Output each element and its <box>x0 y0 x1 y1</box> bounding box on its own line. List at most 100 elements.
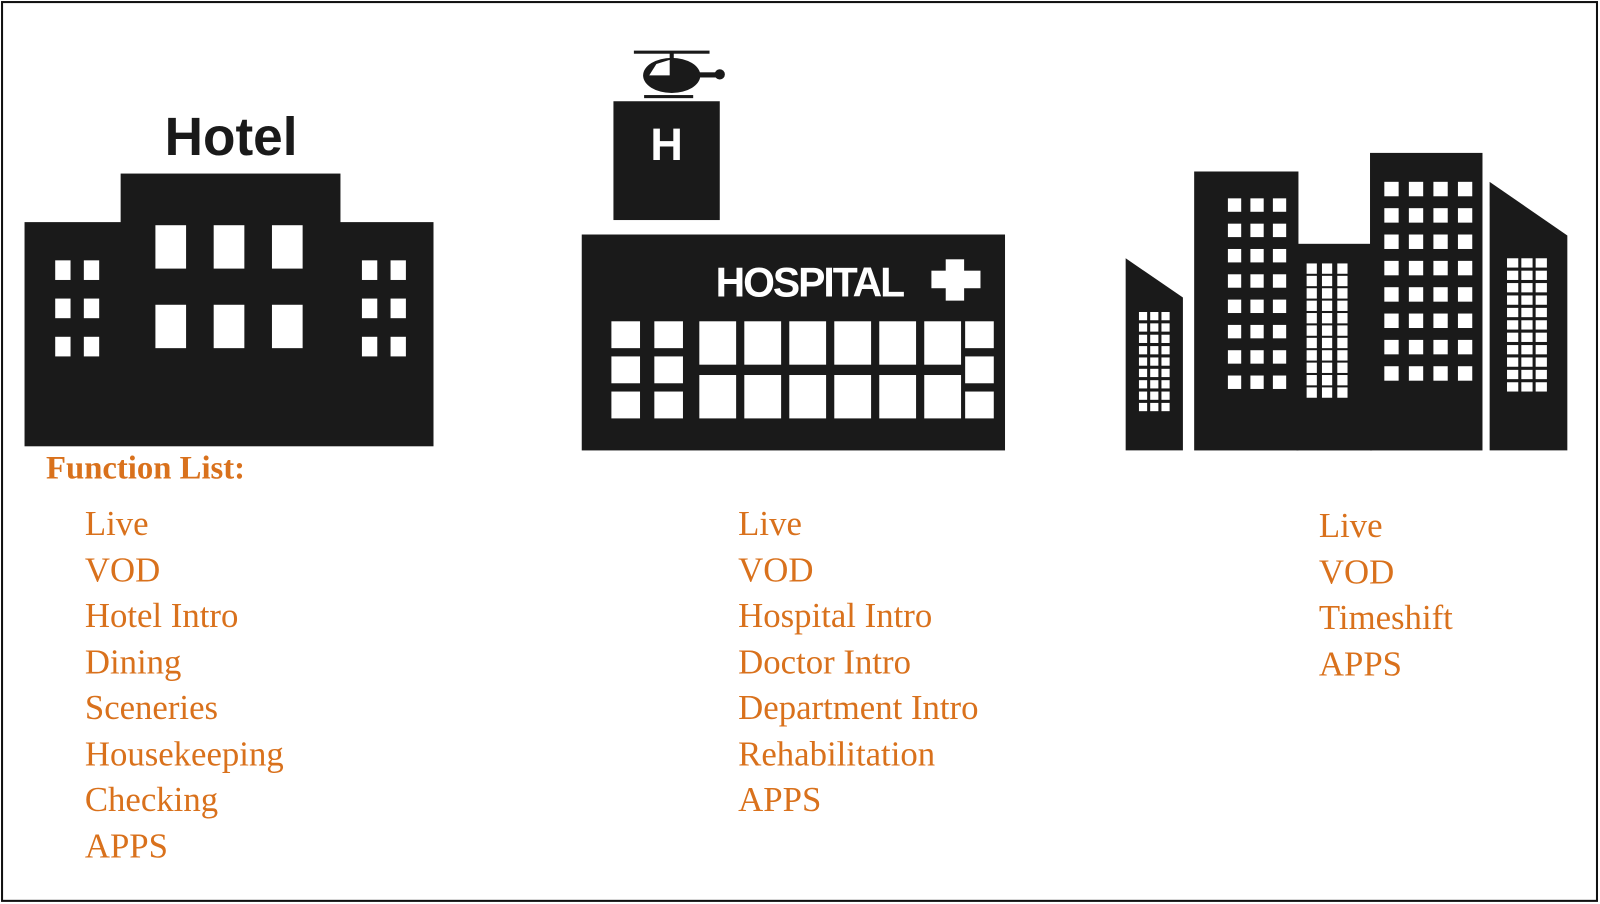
window <box>1384 234 1399 249</box>
window <box>1457 234 1473 249</box>
window <box>965 391 994 419</box>
window <box>1521 320 1533 330</box>
window <box>924 321 962 365</box>
window <box>1535 357 1547 367</box>
window <box>1227 248 1242 263</box>
window <box>834 321 872 365</box>
window <box>1250 274 1264 288</box>
window <box>390 298 406 319</box>
window <box>1321 313 1333 324</box>
window <box>611 391 641 419</box>
window <box>1384 313 1399 329</box>
window <box>1337 325 1348 336</box>
window <box>1457 260 1473 276</box>
window <box>1521 382 1533 392</box>
window <box>83 298 100 319</box>
helipad-letter: H <box>650 119 682 170</box>
window <box>1321 387 1333 398</box>
window <box>1272 223 1287 238</box>
window <box>1138 357 1148 366</box>
window <box>1150 311 1159 321</box>
window <box>1161 346 1170 355</box>
window <box>1306 325 1317 336</box>
window <box>1535 332 1547 342</box>
window <box>1384 260 1399 276</box>
window <box>1150 323 1159 332</box>
window <box>1227 223 1242 238</box>
window <box>611 356 641 384</box>
window <box>1521 307 1533 318</box>
hotel-building-icon: Hotel <box>24 108 434 447</box>
window <box>789 375 827 419</box>
window <box>1306 275 1317 287</box>
window <box>1408 313 1424 329</box>
window <box>1306 263 1317 274</box>
window <box>1272 198 1287 212</box>
window <box>965 321 994 349</box>
window <box>654 391 683 419</box>
window <box>834 375 872 419</box>
window <box>1521 283 1533 293</box>
window <box>1521 345 1533 355</box>
window <box>390 260 406 280</box>
window <box>654 356 683 384</box>
window <box>1161 391 1170 400</box>
helicopter-icon <box>633 50 725 99</box>
window <box>1535 295 1547 305</box>
window <box>1250 248 1264 263</box>
window <box>1150 346 1159 355</box>
window <box>744 375 782 419</box>
window <box>1306 362 1317 373</box>
window <box>213 304 245 349</box>
list-item: Timeshift <box>1318 599 1453 638</box>
window <box>1337 288 1348 299</box>
window <box>1384 208 1399 223</box>
window <box>1227 375 1242 389</box>
window <box>1138 368 1148 378</box>
window <box>55 298 71 319</box>
window <box>1306 300 1317 311</box>
window <box>1337 375 1348 386</box>
window <box>1521 295 1533 305</box>
window <box>1250 324 1264 339</box>
window <box>1384 181 1399 197</box>
window <box>1457 181 1473 197</box>
window <box>1535 258 1547 268</box>
window <box>1161 402 1170 412</box>
window <box>1408 339 1424 355</box>
window <box>1433 181 1448 197</box>
window <box>1272 375 1287 389</box>
window <box>1138 311 1148 321</box>
window <box>1161 311 1170 321</box>
list-item: Live <box>1318 507 1383 546</box>
list-item: APPS <box>738 781 822 820</box>
window <box>1507 332 1519 342</box>
window <box>1507 369 1519 380</box>
window <box>1306 350 1317 361</box>
window <box>1507 295 1519 305</box>
hospital-building-icon: H HOSPITAL <box>581 50 1006 451</box>
function-list-heading: Function List: <box>46 448 246 486</box>
window <box>1306 313 1317 324</box>
window <box>1161 380 1170 389</box>
hotel-sign: Hotel <box>165 108 298 167</box>
window <box>1507 270 1519 280</box>
window <box>965 356 994 384</box>
window <box>1433 366 1448 381</box>
window <box>1161 323 1170 332</box>
window <box>1433 287 1448 302</box>
window <box>1535 382 1547 392</box>
window <box>1457 287 1473 302</box>
list-item: Rehabilitation <box>738 735 936 774</box>
window <box>213 225 245 269</box>
window <box>1306 288 1317 299</box>
window <box>879 375 917 419</box>
window <box>1337 387 1348 398</box>
window <box>361 298 378 319</box>
window <box>1433 339 1448 355</box>
window <box>1521 258 1533 268</box>
list-item: Dining <box>84 643 182 682</box>
window <box>1138 334 1148 343</box>
window <box>654 321 683 349</box>
